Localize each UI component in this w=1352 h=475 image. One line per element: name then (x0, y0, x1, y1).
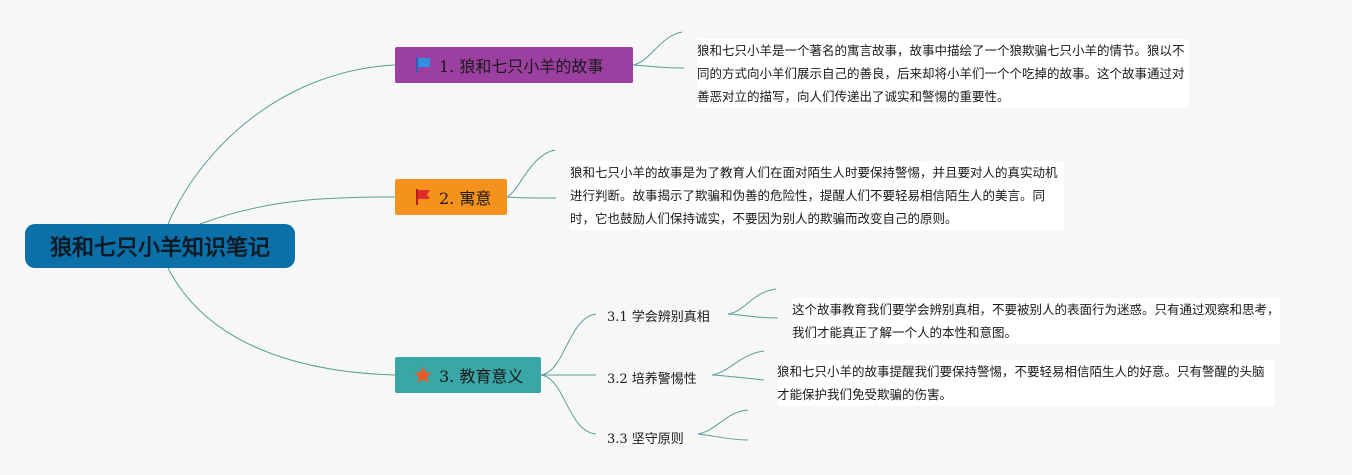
link-b2-note (506, 149, 556, 198)
root-title: 狼和七只小羊知识笔记 (49, 236, 270, 261)
link-sub2-note (711, 350, 765, 376)
branch-moral[interactable]: 2. 寓意 (395, 179, 507, 215)
branch-education[interactable]: 3. 教育意义 (395, 357, 541, 393)
link-root-b3 (167, 267, 396, 376)
link-sub2-note-lower (711, 374, 765, 381)
link-b1-note (632, 31, 683, 66)
link-b1-note-lower (632, 64, 685, 69)
branch-education-label: 3. 教育意义 (439, 367, 524, 386)
link-sub3-bracket (697, 409, 749, 435)
link-sub1-note (727, 288, 777, 315)
sub-topic-vigilance[interactable]: 3.2 培养警惕性 (607, 372, 697, 387)
link-b2-note-lower (506, 196, 557, 199)
note-vigilance: 狼和七只小羊的故事提醒我们要保持警惕，不要轻易相信陌生人的好意。只有警醒的头脑才… (777, 360, 1275, 406)
branch-moral-label: 2. 寓意 (439, 189, 492, 208)
sub-topic-principles[interactable]: 3.3 坚守原则 (607, 432, 684, 447)
link-b3-sub3 (540, 374, 597, 435)
link-root-b2 (199, 196, 396, 225)
note-moral: 狼和七只小羊的故事是为了教育人们在面对陌生人时要保持警惕，并且要对人的真实动机进… (570, 161, 1064, 230)
link-b3-sub1 (540, 313, 597, 376)
root-topic[interactable]: 狼和七只小羊知识笔记 (25, 224, 295, 268)
note-story: 狼和七只小羊是一个著名的寓言故事，故事中描绘了一个狼欺骗七只小羊的情节。狼以不同… (697, 39, 1189, 108)
branch-story[interactable]: 1. 狼和七只小羊的故事 (395, 47, 633, 83)
blue-flag-icon (413, 55, 433, 75)
link-sub1-note-lower (727, 313, 779, 319)
star-icon (413, 365, 433, 385)
link-root-b1 (167, 64, 396, 225)
sub-topic-discern-truth[interactable]: 3.1 学会辨别真相 (607, 310, 710, 325)
note-discern-truth: 这个故事教育我们要学会辨别真相，不要被别人的表面行为迷惑。只有通过观察和思考，我… (792, 298, 1280, 344)
link-sub3-bracket-lower (697, 433, 749, 441)
branch-story-label: 1. 狼和七只小羊的故事 (439, 57, 604, 76)
red-flag-icon (413, 187, 433, 207)
